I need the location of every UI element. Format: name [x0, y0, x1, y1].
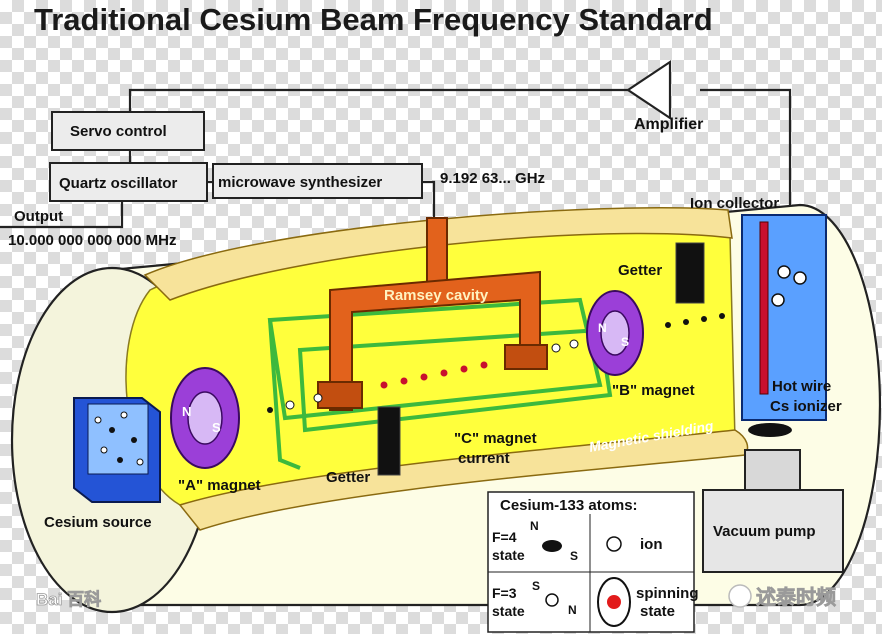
b-magnet-label: "B" magnet: [612, 382, 695, 399]
watermark-right-icon: [728, 584, 752, 608]
amplifier-label: Amplifier: [634, 116, 703, 133]
servo-control-box: [51, 111, 205, 151]
microwave-synthesizer-box: [212, 163, 423, 199]
ramsey-cavity: [329, 270, 541, 411]
ramsey-waveguide-stem: [426, 217, 448, 289]
legend-f4-atom-icon: [542, 540, 562, 552]
hot-wire-label-2: Cs ionizer: [770, 398, 842, 415]
getter-top: [675, 242, 705, 304]
legend-ion-label: ion: [640, 536, 663, 553]
legend-f4-s: S: [570, 549, 578, 563]
b-magnet-n: N: [598, 321, 607, 335]
a-magnet-s: S: [212, 420, 221, 435]
hot-wire-ionizer: [759, 221, 769, 395]
getter-bottom-label: Getter: [326, 469, 370, 486]
quartz-oscillator-label: Quartz oscillator: [59, 175, 178, 192]
cesium-source-atoms: [94, 411, 144, 466]
legend-f3-line1: F=3: [492, 585, 517, 601]
quartz-oscillator-box: [49, 162, 208, 202]
legend-f4-line2: state: [492, 547, 525, 563]
microwave-synthesizer-label: microwave synthesizer: [218, 174, 382, 191]
c-magnet-label-2: current: [458, 450, 510, 467]
legend-f4-n: N: [530, 519, 539, 533]
getter-top-label: Getter: [618, 262, 662, 279]
ramsey-cavity-right-end: [504, 344, 548, 370]
amplifier-icon: [626, 59, 672, 121]
watermark-left: Bai 百科: [36, 589, 101, 609]
c-magnet-label-1: "C" magnet: [454, 430, 537, 447]
ion-markers: [771, 265, 807, 307]
legend-spinning-line2: state: [640, 603, 675, 620]
legend-box: [487, 491, 695, 633]
legend-title: Cesium-133 atoms:: [500, 497, 638, 514]
vacuum-pump-box: [702, 489, 844, 573]
page-title: Traditional Cesium Beam Frequency Standa…: [34, 2, 713, 37]
c-field-wire-loop: [267, 297, 603, 421]
a-magnet-core: [187, 391, 223, 445]
c-field-wire-lead: [268, 319, 301, 470]
feedback-wire: [128, 88, 792, 215]
legend-ion-icon: [606, 536, 622, 552]
c-field-wire-loop-inner: [297, 327, 613, 433]
a-magnet-label: "A" magnet: [178, 477, 261, 494]
b-magnet-s: S: [621, 335, 629, 349]
legend-f3-s: S: [532, 579, 540, 593]
getter-bottom: [377, 406, 401, 476]
output-wire: [0, 200, 124, 229]
legend-spinning-core: [607, 595, 621, 609]
ramsey-cavity-left-end: [317, 381, 363, 409]
ion-collector-plate: [741, 214, 827, 421]
pump-port: [748, 423, 792, 437]
atomic-beam: [267, 313, 725, 413]
b-magnet-core: [600, 310, 630, 356]
cesium-source-label: Cesium source: [44, 514, 152, 531]
vacuum-pump-label: Vacuum pump: [713, 523, 816, 540]
output-value-label: 10.000 000 000 000 MHz: [8, 232, 176, 249]
legend-spinning-line1: spinning: [636, 585, 699, 602]
a-magnet-n: N: [182, 404, 191, 419]
magnetic-shielding-top: [143, 207, 733, 301]
watermark-right: 述泰时频: [756, 585, 836, 609]
vacuum-pump-neck: [744, 449, 801, 491]
ramsey-cavity-label: Ramsey cavity: [384, 287, 489, 304]
frequency-label: 9.192 63... GHz: [440, 170, 545, 187]
legend-f4-line1: F=4: [492, 529, 517, 545]
legend-f3-atom-icon: [545, 593, 559, 607]
servo-control-label: Servo control: [70, 123, 167, 140]
legend-f3-n: N: [568, 603, 577, 617]
legend-f3-line2: state: [492, 603, 525, 619]
output-label: Output: [14, 208, 63, 225]
hot-wire-label-1: Hot wire: [772, 378, 831, 395]
ion-collector-label: Ion collector: [690, 195, 779, 212]
